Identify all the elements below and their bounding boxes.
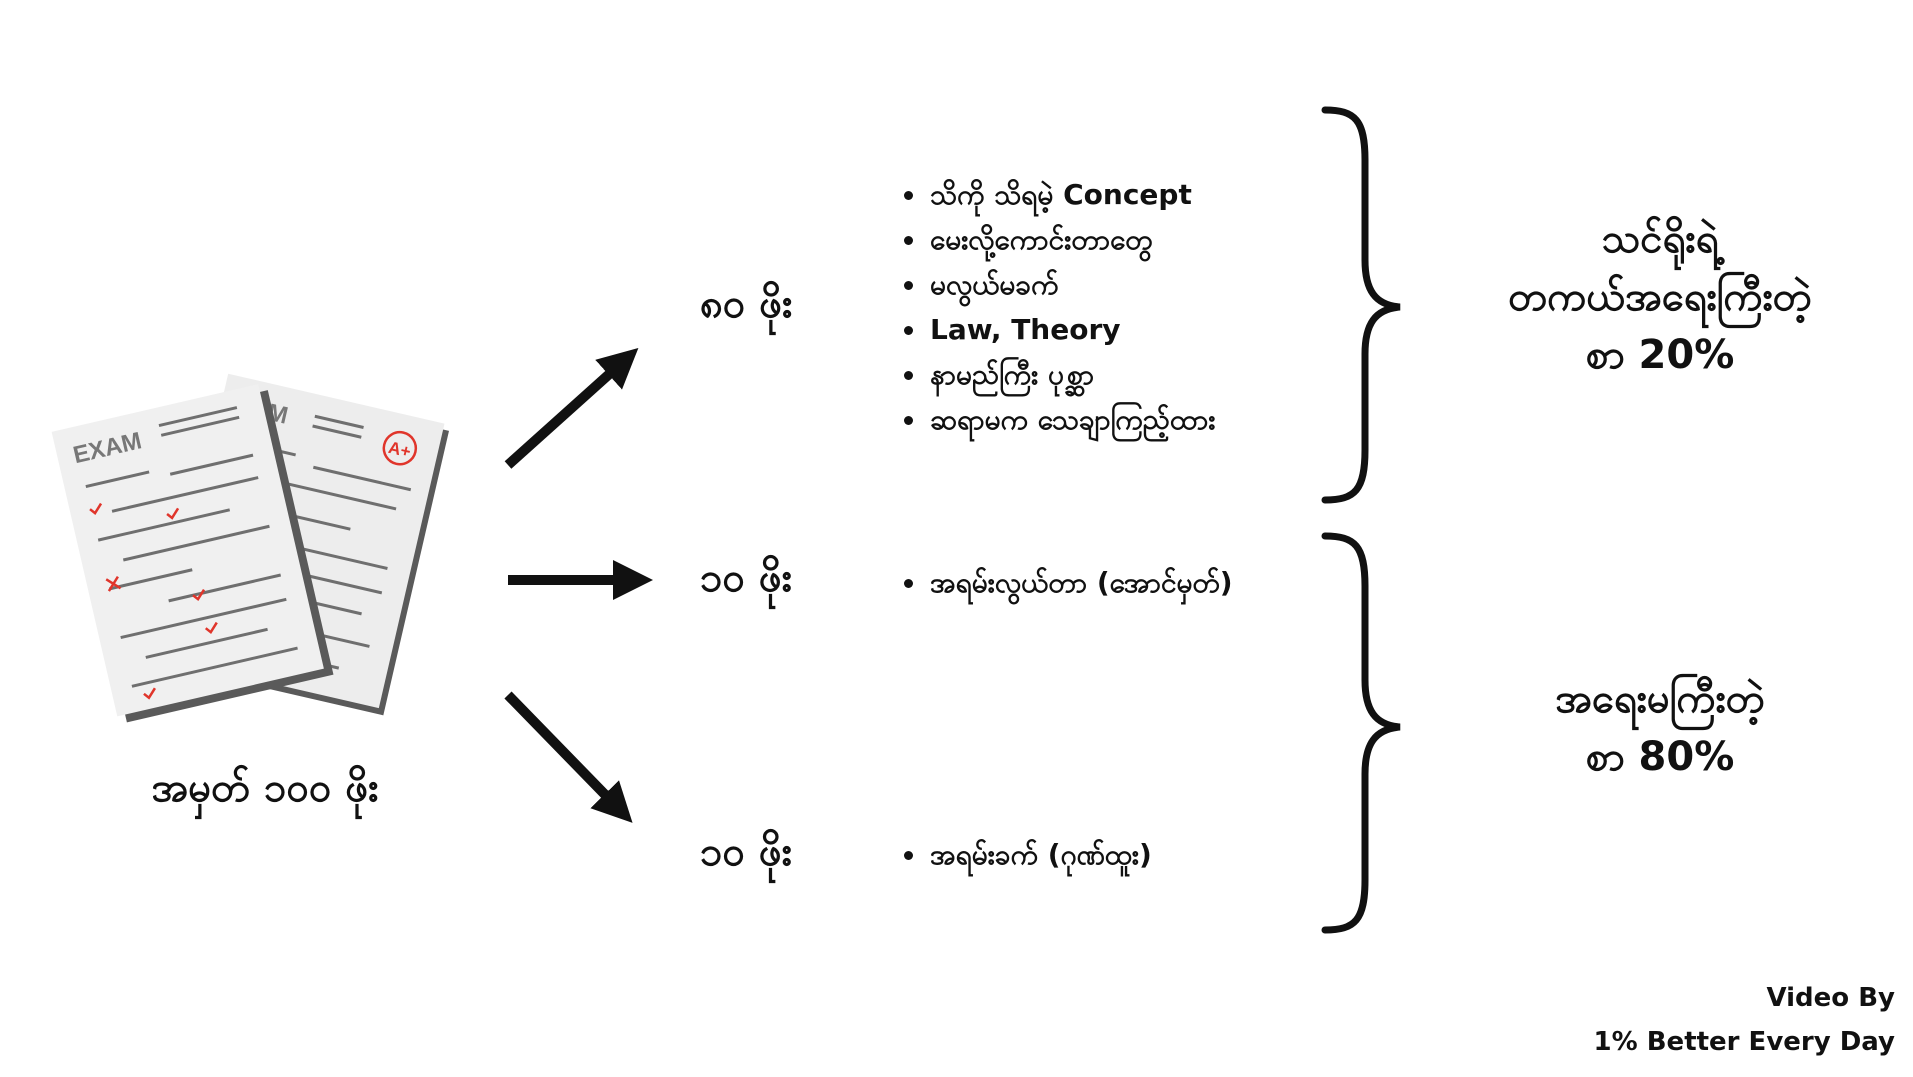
list-item: အရမ်းလွယ်တာ (အောင်မှတ်) <box>900 560 1233 605</box>
arrow-up-right <box>504 347 639 469</box>
hard-topics-list: အရမ်းခက် (ဂုဏ်ထူး) <box>900 832 1152 877</box>
easy-topics-list: အရမ်းလွယ်တာ (အောင်မှတ်) <box>900 560 1233 605</box>
important-topics-list: သိကို သိရမဲ့ Concept မေးလို့ကောင်းတာတွေ … <box>900 172 1216 442</box>
score-10-easy: ၁၀ ဖိုး <box>700 555 792 601</box>
lower-brace <box>1321 532 1401 934</box>
score-10-hard: ၁၀ ဖိုး <box>700 829 792 875</box>
unimportant-80-percent-label: အရေးမကြီးတဲ့ စာ 80% <box>1555 676 1765 780</box>
list-item: အရမ်းခက် (ဂုဏ်ထူး) <box>900 832 1152 877</box>
branch-arrows <box>504 347 653 823</box>
score-80: ၈၀ ဖိုး <box>700 281 793 327</box>
list-item: မလွယ်မခက် <box>900 262 1216 307</box>
list-item: Law, Theory <box>900 307 1216 352</box>
total-marks-label: အမှတ် ၁၀၀ ဖိုး <box>151 765 379 811</box>
important-20-percent-label: သင်ရိုးရဲ့ တကယ်အရေးကြီးတဲ့ စာ 20% <box>1508 216 1812 378</box>
list-item: နာမည်ကြီး ပုစ္ဆာ <box>900 352 1216 397</box>
list-item: မေးလို့ကောင်းတာတွေ <box>900 217 1216 262</box>
exam-papers-illustration: XAM A+ EXAM <box>51 373 449 723</box>
grade-stamp: A+ <box>382 430 418 466</box>
red-check-marks <box>89 502 218 700</box>
list-item: ဆရာမက သေချာကြည့်ထား <box>900 397 1216 442</box>
video-credit: Video By 1% Better Every Day <box>1593 983 1895 1057</box>
svg-text:A+: A+ <box>387 438 413 462</box>
grouping-braces <box>1321 106 1401 934</box>
arrow-down-right <box>504 691 633 823</box>
upper-brace <box>1321 106 1401 504</box>
list-item: သိကို သိရမဲ့ Concept <box>900 172 1216 217</box>
front-exam-sheet: EXAM <box>51 384 334 723</box>
